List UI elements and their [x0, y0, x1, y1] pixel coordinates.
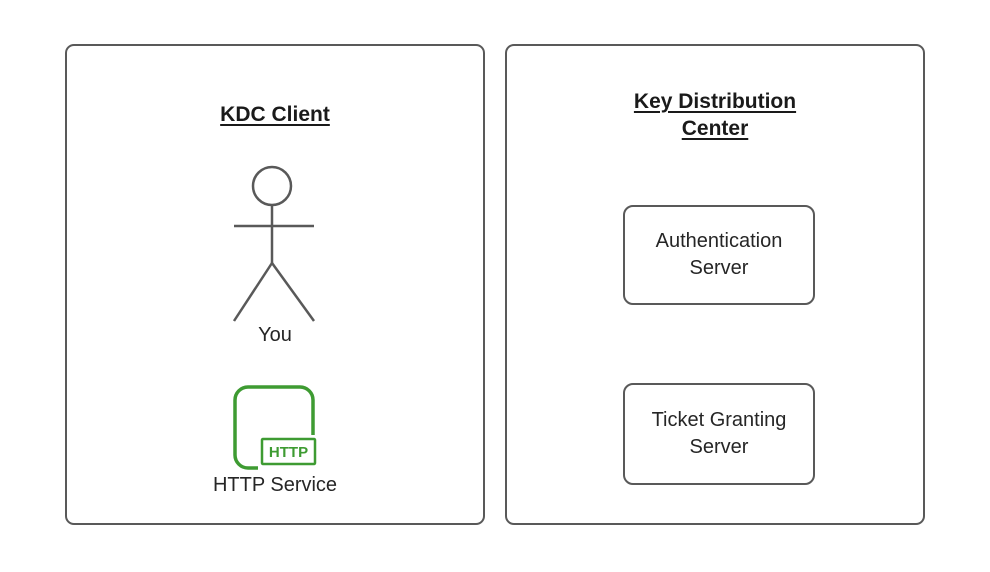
key-distribution-center-title: Key Distribution Center: [633, 90, 797, 140]
http-service-icon: HTTP: [233, 385, 319, 470]
http-badge-label: HTTP: [269, 444, 308, 461]
actor-label: You: [258, 324, 292, 346]
kdc-client-title: KDC Client: [220, 103, 330, 126]
person-icon: [232, 165, 316, 322]
authentication-server-box: Authentication Server: [623, 205, 815, 305]
kdc-client-panel: KDC Client You HTTP HTTP Service: [65, 44, 485, 525]
http-service-label: HTTP Service: [212, 474, 338, 496]
ticket-granting-server-box: Ticket Granting Server: [623, 383, 815, 485]
key-distribution-center-panel: Key Distribution Center Authentication S…: [505, 44, 925, 525]
